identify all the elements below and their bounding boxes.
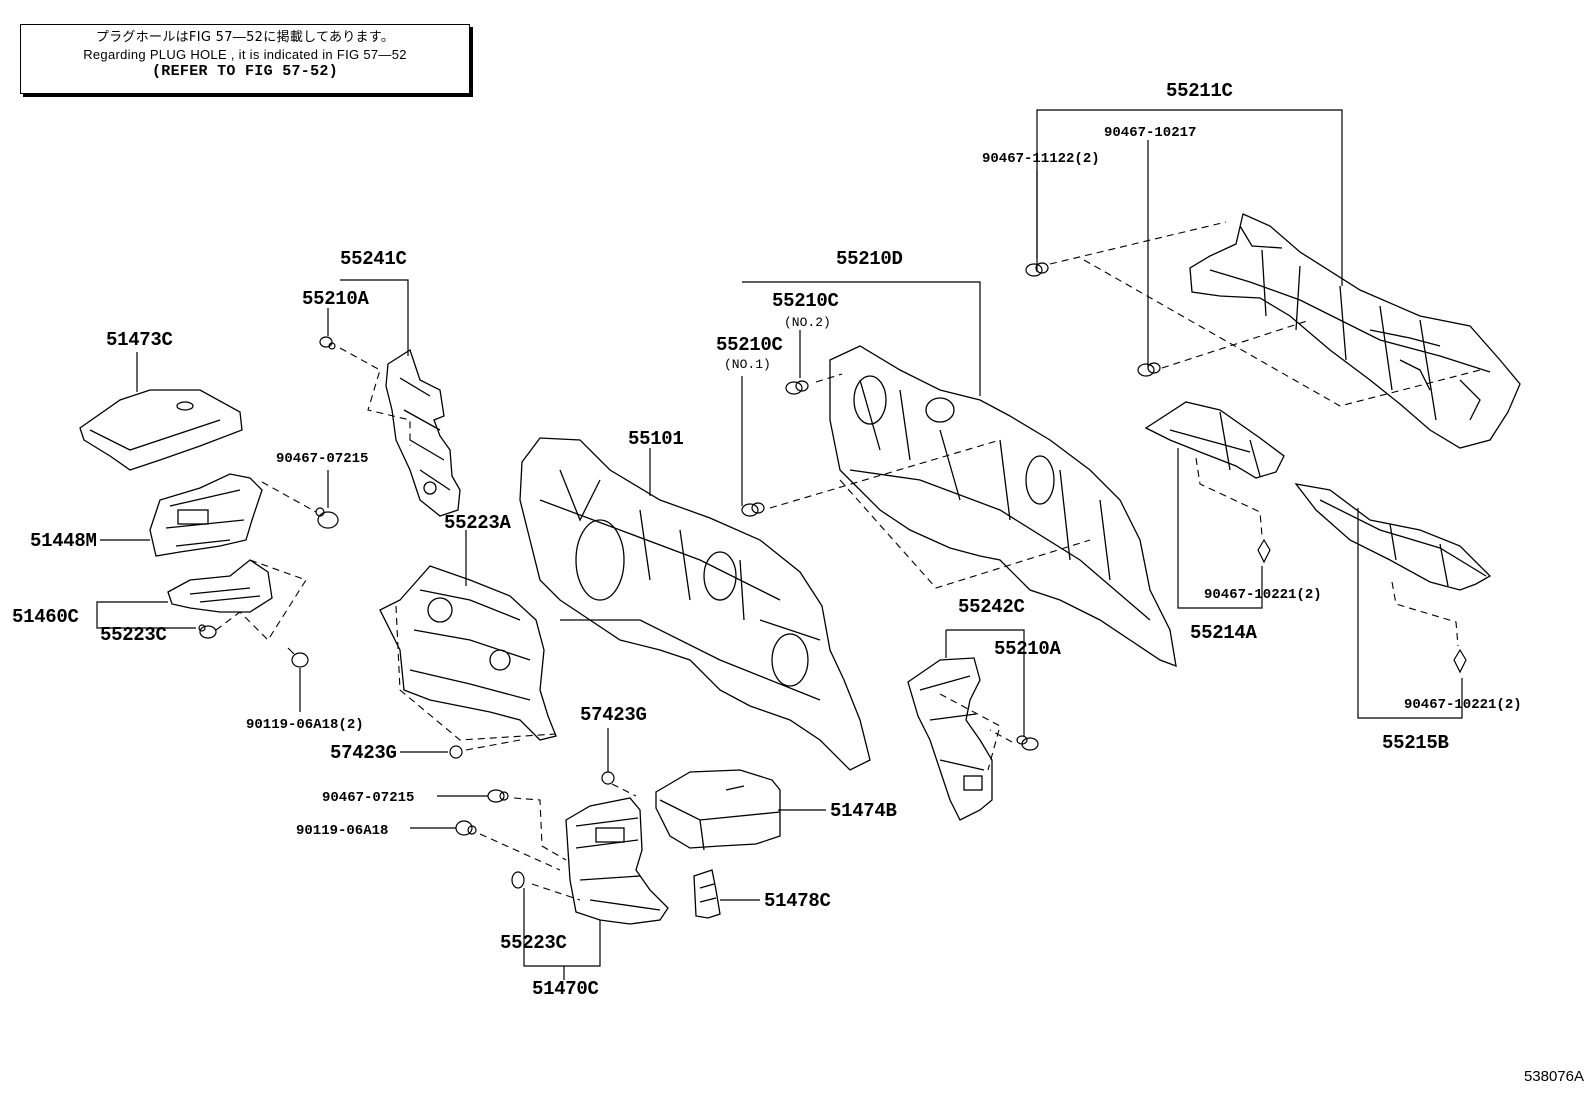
label-51460C: 51460C: [12, 606, 79, 628]
label-no1: (NO.1): [724, 357, 771, 372]
clip-55223C-a-icon: [198, 624, 217, 639]
assembly-dashed-lines: [215, 221, 1481, 901]
reference-note-box: プラグホールはFIG 57―52に掲載してあります。 Regarding PLU…: [20, 24, 470, 94]
label-55242C: 55242C: [958, 596, 1025, 618]
bolt-90467-07215-a-icon: [315, 507, 339, 529]
part-51473C-shape: [79, 389, 243, 471]
figure-id: 538076A: [1523, 1068, 1584, 1085]
label-55223A: 55223A: [444, 512, 512, 534]
label-55210D: 55210D: [836, 248, 903, 270]
clip-55223C-b-icon: [511, 871, 525, 889]
part-labels: 55211C 90467-10217 90467-11122(2) 55241C…: [12, 80, 1522, 1000]
label-90467-10217: 90467-10217: [1104, 125, 1196, 141]
label-90119-06A18: 90119-06A18: [296, 823, 388, 839]
label-51474B: 51474B: [830, 800, 897, 822]
note-japanese-text: プラグホールはFIG 57―52に掲載してあります。: [95, 30, 395, 45]
label-55241C: 55241C: [340, 248, 407, 270]
clip-90467-10217-icon: [1137, 362, 1161, 377]
label-55223C-a: 55223C: [100, 624, 167, 646]
part-55101-shape: [519, 437, 871, 771]
part-51474B-shape: [655, 769, 781, 851]
label-90467-11122: 90467-11122(2): [982, 151, 1100, 167]
note-english-text: Regarding PLUG HOLE , it is indicated in…: [83, 47, 407, 62]
clip-55210A-bot-icon: [1016, 735, 1039, 751]
nut-57423G-a-icon: [449, 745, 463, 759]
label-57423G-b: 57423G: [580, 704, 647, 726]
part-55214A-shape: [1144, 401, 1285, 479]
label-90119-06A18-2: 90119-06A18(2): [246, 717, 364, 733]
nut-57423G-b-icon: [601, 771, 615, 785]
clip-90467-11122-icon: [1025, 262, 1049, 277]
label-51470C: 51470C: [532, 978, 599, 1000]
bolt-90119-06A18-2-icon: [287, 647, 309, 668]
label-90467-07215-b: 90467-07215: [322, 790, 414, 806]
part-55223A-shape: [379, 565, 557, 741]
part-55242C-shape: [907, 657, 993, 821]
part-51460C-shape: [167, 559, 273, 613]
part-55241C-shape: [385, 349, 461, 517]
bolt-90467-07215-b-icon: [487, 789, 509, 803]
clip-55210A-top-icon: [319, 336, 336, 350]
clip-90467-10221-a-icon: [1257, 538, 1271, 564]
clip-55210C-no2-icon: [785, 380, 809, 395]
part-55215B-shape: [1294, 483, 1492, 591]
clip-90467-10221-b-icon: [1453, 648, 1467, 674]
label-55210C-no1: 55210C: [716, 334, 783, 356]
label-55215B: 55215B: [1382, 732, 1449, 754]
leader-lines: [96, 109, 1463, 980]
label-55210A-bot: 55210A: [994, 638, 1062, 660]
part-51478C-shape: [693, 869, 721, 919]
clip-55210C-no1-icon: [741, 502, 765, 517]
part-55211C-shape: [1189, 213, 1521, 449]
label-90467-07215-a: 90467-07215: [276, 451, 368, 467]
label-51448M: 51448M: [30, 530, 97, 552]
part-55210D-shape: [829, 345, 1177, 668]
label-55101: 55101: [628, 428, 684, 450]
label-55210C-no2: 55210C: [772, 290, 839, 312]
part-51448M-shape: [149, 473, 263, 557]
label-55223C-b: 55223C: [500, 932, 567, 954]
label-57423G-a: 57423G: [330, 742, 397, 764]
label-51478C: 51478C: [764, 890, 831, 912]
label-55211C: 55211C: [1166, 80, 1233, 102]
note-refer-text: (REFER TO FIG 57-52): [151, 63, 339, 80]
label-55214A: 55214A: [1190, 622, 1258, 644]
label-55210A-top: 55210A: [302, 288, 370, 310]
label-no2: (NO.2): [784, 315, 831, 330]
bolt-90119-06A18-icon: [455, 820, 477, 836]
label-51473C: 51473C: [106, 329, 173, 351]
fastener-clips: [198, 262, 1467, 889]
label-90467-10221-a: 90467-10221(2): [1204, 587, 1322, 603]
part-51470C-shape: [565, 797, 669, 925]
label-90467-10221-b: 90467-10221(2): [1404, 697, 1522, 713]
